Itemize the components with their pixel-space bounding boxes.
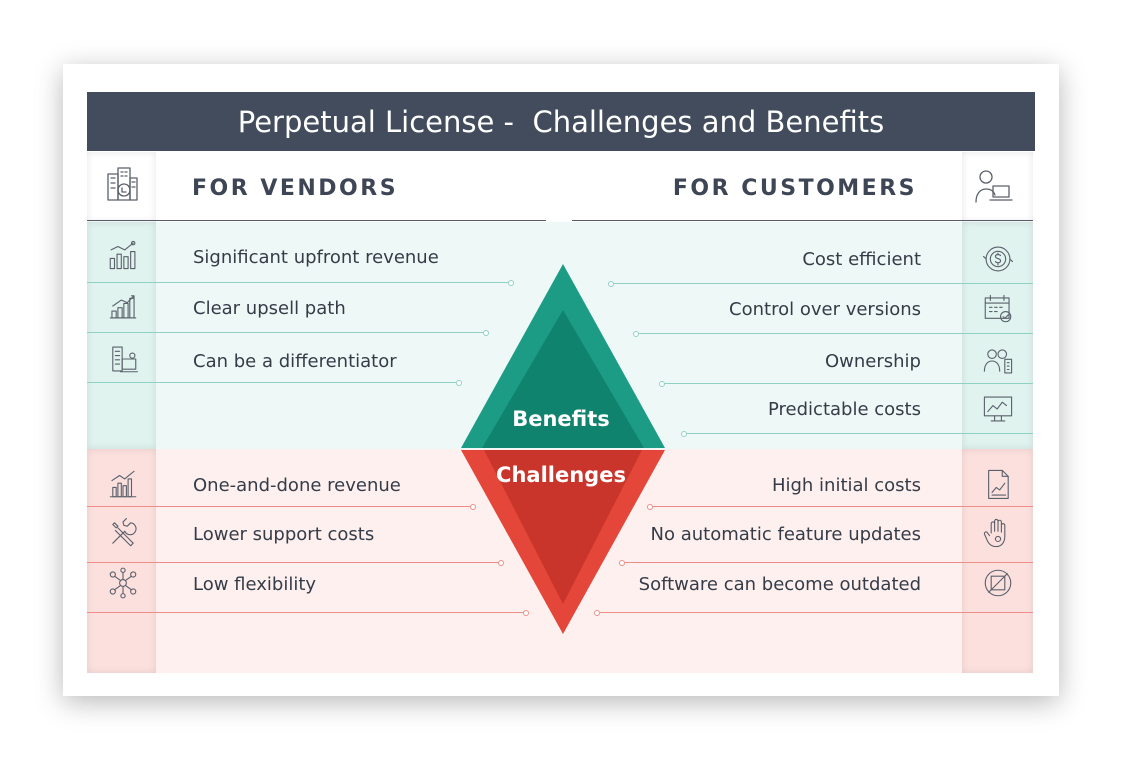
vendor-challenge-1-leader-dot <box>498 559 504 566</box>
vendor-challenge-1-leader-line <box>87 562 498 563</box>
vendors-heading: FOR VENDORS <box>192 176 399 201</box>
vendor-challenge-2-text: Low flexibility <box>193 574 317 595</box>
customers-heading-rule <box>572 220 1033 221</box>
vendor-benefit-1-text: Clear upsell path <box>193 298 346 319</box>
customer-benefit-3-leader-line <box>687 433 1033 434</box>
customer-benefit-2-leader-dot <box>659 380 665 387</box>
infographic-card: Perpetual License - Challenges and Benef… <box>63 64 1059 696</box>
bar-chart-icon <box>106 467 140 501</box>
vendor-challenge-2-leader-dot <box>523 609 529 616</box>
vendor-benefit-2-leader-line <box>87 382 456 383</box>
calendar-check-icon <box>981 292 1015 326</box>
customer-challenge-0-text: High initial costs <box>771 475 921 496</box>
user-laptop-icon <box>973 166 1013 206</box>
document-chart-icon <box>981 467 1015 501</box>
customer-challenge-1-leader-line <box>625 562 1033 563</box>
stop-hand-icon <box>981 516 1015 550</box>
customer-benefit-1-leader-dot <box>633 330 639 337</box>
vendor-benefit-2-text: Can be a differentiator <box>193 351 397 372</box>
vendors-heading-rule <box>87 220 546 221</box>
customer-challenge-0-leader-dot <box>647 503 653 510</box>
customer-benefit-0-text: Cost efficient <box>802 249 921 270</box>
customer-benefit-3-leader-dot <box>681 430 687 437</box>
vendor-challenge-1-text: Lower support costs <box>193 524 375 545</box>
customer-challenge-2-leader-dot <box>594 609 600 616</box>
title-bar: Perpetual License - Challenges and Benef… <box>87 92 1035 151</box>
right-column-header <box>962 152 1033 222</box>
customer-challenge-2-leader-line <box>600 612 1033 613</box>
vendor-challenge-2-leader-line <box>87 612 523 613</box>
left-column-header <box>87 152 156 222</box>
customer-benefit-2-text: Ownership <box>825 351 921 372</box>
vendor-challenge-0-leader-dot <box>470 503 476 510</box>
vendor-challenge-0-leader-line <box>87 506 470 507</box>
vendor-benefit-1-leader-dot <box>483 329 489 336</box>
building-gear-icon <box>106 342 140 376</box>
vendor-benefit-0-leader-line <box>87 282 508 283</box>
network-icon <box>106 566 140 600</box>
customer-benefit-1-text: Control over versions <box>729 299 921 320</box>
customer-benefit-3-text: Predictable costs <box>768 399 921 420</box>
customer-challenge-2-text: Software can become outdated <box>638 574 921 595</box>
vendor-benefit-1-leader-line <box>87 332 483 333</box>
people-icon <box>981 344 1015 378</box>
customer-benefit-0-leader-line <box>614 283 1033 284</box>
no-box-icon <box>981 566 1015 600</box>
vendor-challenge-0-text: One-and-done revenue <box>193 475 401 496</box>
vendor-benefit-0-text: Significant upfront revenue <box>193 247 439 268</box>
customer-benefit-0-leader-dot <box>608 280 614 287</box>
right-column-challenges <box>962 449 1033 673</box>
customer-challenge-0-leader-line <box>653 506 1033 507</box>
building-icon <box>100 164 140 204</box>
customer-benefit-2-leader-line <box>665 383 1033 384</box>
dollar-cycle-icon <box>981 242 1015 276</box>
customer-benefit-1-leader-line <box>639 333 1033 334</box>
tools-icon <box>106 516 140 550</box>
vendor-benefit-0-leader-dot <box>508 279 514 286</box>
monitor-chart-icon <box>981 392 1015 426</box>
right-column-benefits <box>962 222 1033 449</box>
vendor-benefit-2-leader-dot <box>456 379 462 386</box>
page-title: Perpetual License - Challenges and Benef… <box>237 104 885 139</box>
customer-challenge-1-text: No automatic feature updates <box>650 524 921 545</box>
growth-bars-icon <box>106 238 140 272</box>
customer-challenge-1-leader-dot <box>619 559 625 566</box>
customers-heading: FOR CUSTOMERS <box>672 176 917 201</box>
upsell-steps-icon <box>106 289 140 323</box>
